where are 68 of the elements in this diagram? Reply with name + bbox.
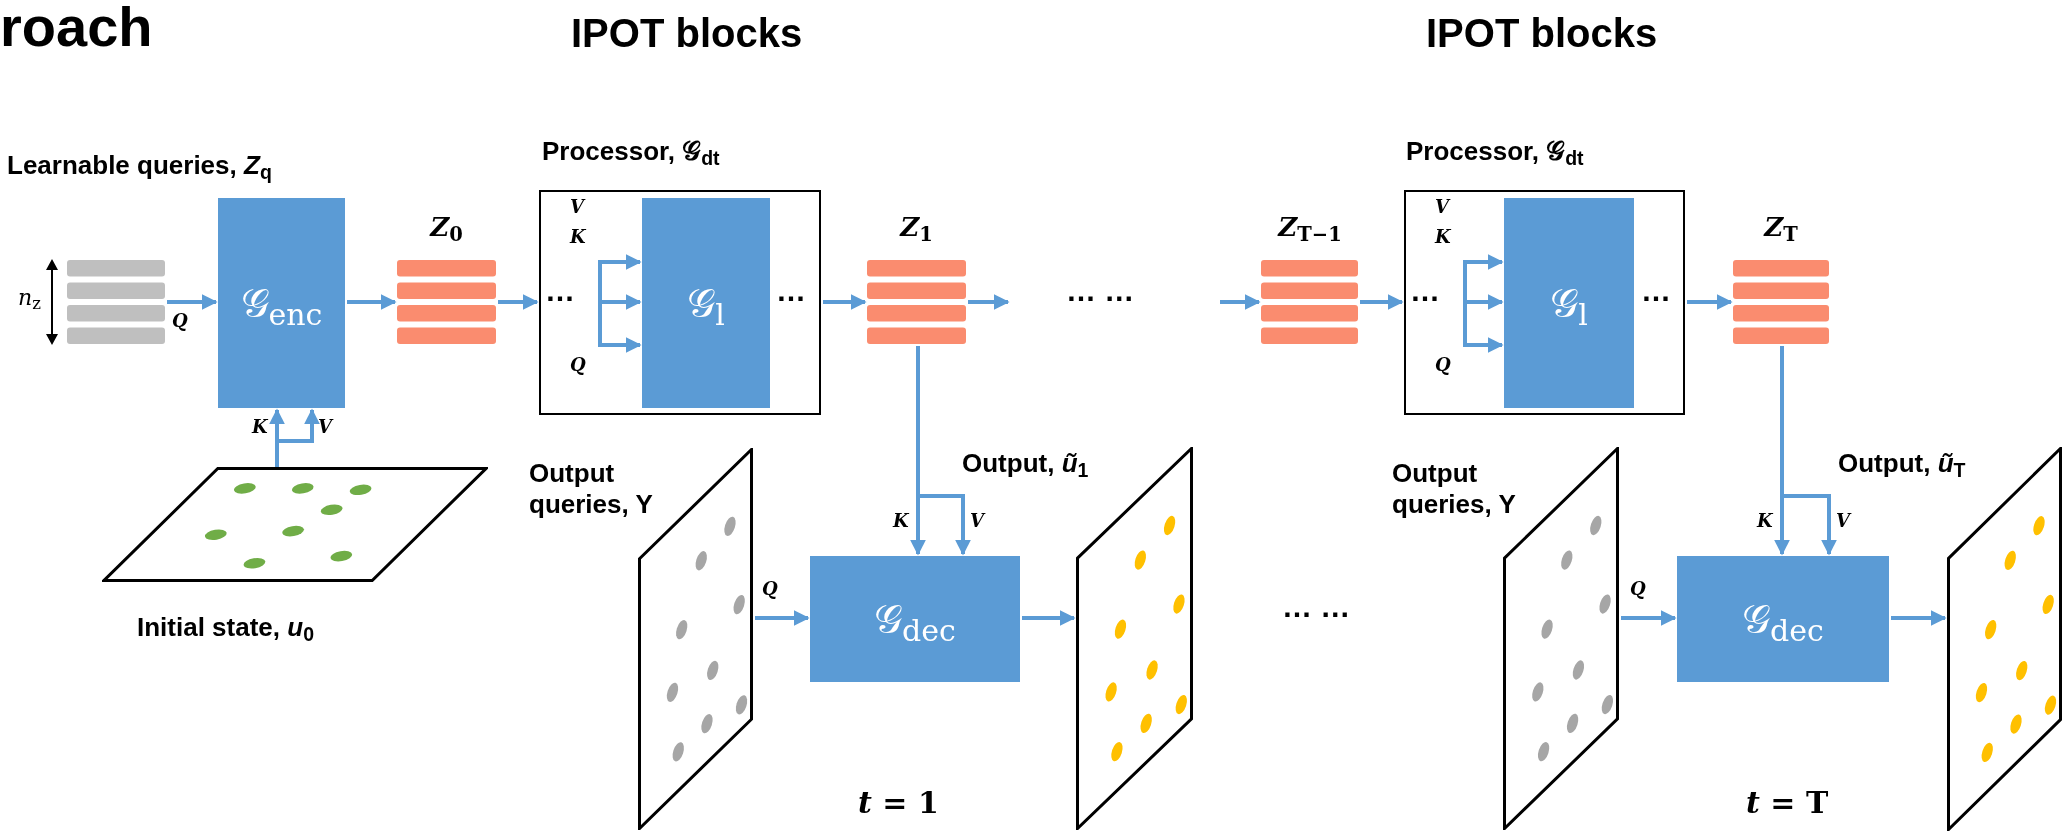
time-step-label: t = 1 xyxy=(858,784,939,822)
block-label: 𝒢$_{dec}$ xyxy=(874,599,956,639)
arrow xyxy=(347,294,397,310)
page-title: roach xyxy=(0,0,153,60)
arrow xyxy=(1891,610,1947,626)
arrow xyxy=(498,294,539,310)
arrow xyxy=(755,610,810,626)
input-label: V xyxy=(570,196,584,219)
arrow xyxy=(1780,346,1837,556)
input-label: Q xyxy=(570,354,586,377)
arrow xyxy=(968,294,1010,310)
input-label: K xyxy=(1435,226,1451,249)
arrow xyxy=(823,294,867,310)
arrow xyxy=(1621,610,1677,626)
node-heading: Output queries, Y xyxy=(529,458,654,521)
arrow xyxy=(1360,294,1404,310)
edge-label: Q xyxy=(1630,580,1646,598)
block-label: 𝒢$_{l}$ xyxy=(1550,283,1588,323)
node-heading: Learnable queries, Z$_{q}$ xyxy=(7,150,273,182)
edge-label: V xyxy=(1836,512,1850,530)
edge-label: V xyxy=(970,512,984,530)
edge-label: K xyxy=(893,512,909,530)
arrow xyxy=(1463,254,1504,302)
arrow xyxy=(916,346,971,556)
node-heading: Output, ũ$_{1}$ xyxy=(962,448,1090,480)
arrow xyxy=(598,254,642,302)
node-heading: Initial state, u$_{0}$ xyxy=(137,612,315,644)
network-block xyxy=(1677,556,1889,682)
ellipsis: … xyxy=(1410,273,1440,309)
ellipsis: … … xyxy=(1282,589,1351,625)
node-heading: Z$_{1}$ xyxy=(898,212,934,244)
arrow xyxy=(1022,610,1076,626)
block-label: 𝒢$_{dec}$ xyxy=(1742,599,1824,639)
ellipsis: … … xyxy=(1066,273,1135,309)
node-heading: Output queries, Y xyxy=(1392,458,1517,521)
input-label: Q xyxy=(1435,354,1451,377)
input-label: V xyxy=(1435,196,1449,219)
network-block xyxy=(810,556,1020,682)
network-block xyxy=(1504,198,1634,408)
node-heading: Z$_{T}$ xyxy=(1762,212,1799,244)
edge-label: Q xyxy=(762,580,778,598)
node-heading: Z$_{0}$ xyxy=(428,212,464,244)
arrow xyxy=(275,408,320,469)
edge-label: Q xyxy=(172,312,188,330)
edge-label: K xyxy=(252,418,268,436)
edge-label: K xyxy=(1757,512,1773,530)
block-label: 𝒢$_{enc}$ xyxy=(240,283,323,323)
section-heading: IPOT blocks xyxy=(1426,10,1658,57)
node-heading: Processor, 𝒢$_{dt}$ xyxy=(1406,136,1585,168)
time-step-label: t = T xyxy=(1746,784,1829,822)
dimension-label: n$_{z}$ xyxy=(18,284,41,312)
edge-label: V xyxy=(318,418,332,436)
node-heading: Processor, 𝒢$_{dt}$ xyxy=(542,136,721,168)
input-label: K xyxy=(570,226,586,249)
node-heading: Output, ũ$_{T}$ xyxy=(1838,448,1967,480)
network-block xyxy=(642,198,770,408)
network-block xyxy=(218,198,345,408)
block-label: 𝒢$_{l}$ xyxy=(687,283,725,323)
arrow xyxy=(598,302,642,353)
ellipsis: … xyxy=(1641,273,1671,309)
arrow xyxy=(1463,302,1504,353)
node-heading: Z$_{T−1}$ xyxy=(1276,212,1343,244)
ellipsis: … xyxy=(776,273,806,309)
arrow xyxy=(167,294,218,310)
section-heading: IPOT blocks xyxy=(571,10,803,57)
arrow xyxy=(1218,294,1261,310)
ellipsis: … xyxy=(545,273,575,309)
arrow xyxy=(1687,294,1733,310)
